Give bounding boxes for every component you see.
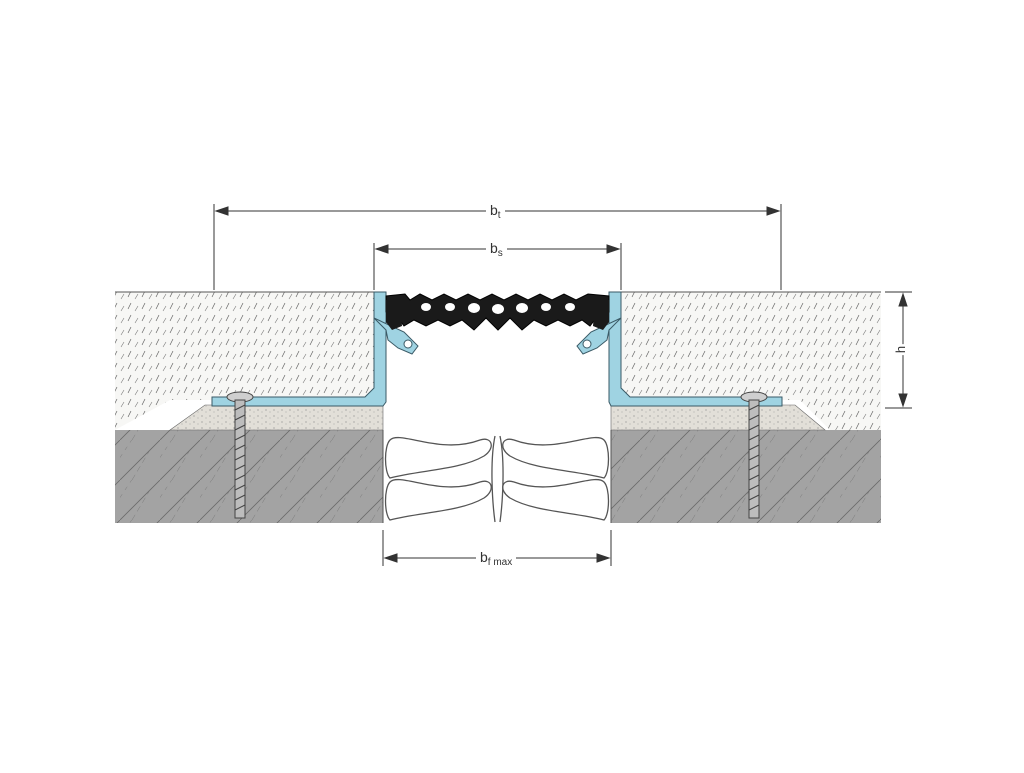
profile-left [211,291,419,407]
label-bt: bt [486,202,505,224]
filler-right [499,435,610,523]
rubber-insert [385,293,610,331]
joint-gap [382,430,612,523]
screw-icon-left [226,391,254,519]
substrate-left [115,430,383,523]
label-bs: bs [486,240,507,262]
bedding-left [169,404,384,431]
screed-left [115,291,374,430]
label-bfmax: bf max [476,549,517,571]
profile-right [576,291,783,407]
substrate-right [611,430,881,523]
bedding-right [610,404,826,431]
filler-left [384,435,496,523]
screed-right [621,291,881,430]
screw-icon-right [740,391,768,519]
label-h: h [893,343,909,356]
